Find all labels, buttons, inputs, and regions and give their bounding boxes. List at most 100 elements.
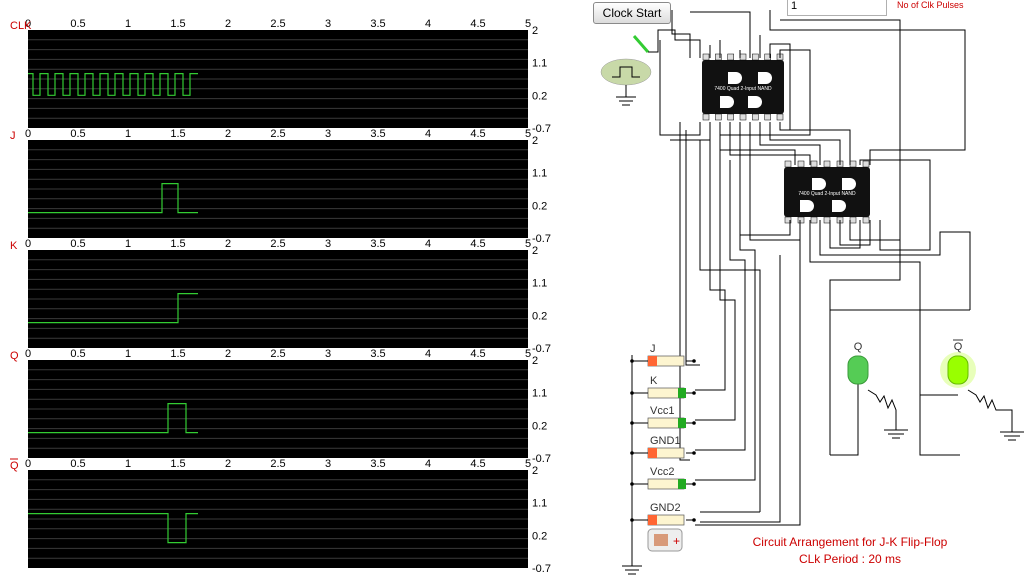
switch-label: GND2 [650, 502, 681, 514]
wiring [631, 10, 971, 560]
y-tick-label: 2 [532, 25, 538, 37]
y-tick-label: 0.2 [532, 90, 547, 102]
x-tick-label: 4.5 [470, 458, 485, 470]
x-tick-label: 2.5 [270, 18, 285, 30]
x-tick-label: 4.5 [470, 128, 485, 140]
x-tick-label: 4 [425, 18, 431, 30]
x-tick-label: 4 [425, 128, 431, 140]
x-tick-label: 1.5 [170, 128, 185, 140]
chip-pin [823, 216, 831, 224]
x-tick-label: 4 [425, 238, 431, 250]
y-tick-label: -0.7 [532, 453, 551, 465]
x-tick-label: 0.5 [70, 128, 85, 140]
x-tick-label: 0 [25, 348, 31, 360]
x-tick-label: 4.5 [470, 238, 485, 250]
trace-2 [28, 293, 198, 324]
y-tick-label: 0.2 [532, 310, 547, 322]
x-tick-label: 3.5 [370, 128, 385, 140]
chip-pin [797, 216, 805, 224]
circuit-caption: Circuit Arrangement for J-K Flip-Flop CL… [720, 534, 980, 568]
switch-k[interactable]: K [630, 375, 696, 399]
chip-pin [752, 113, 759, 121]
x-tick-label: 4.5 [470, 18, 485, 30]
x-tick-label: 1 [125, 458, 131, 470]
chip-pin [849, 216, 857, 224]
chip-pin [702, 53, 710, 61]
switch-vcc2[interactable]: Vcc2 [630, 466, 696, 490]
clock-source[interactable] [600, 35, 652, 106]
x-tick-label: 2 [225, 458, 231, 470]
x-tick-label: 3.5 [370, 18, 385, 30]
x-tick-label: 0 [25, 458, 31, 470]
x-tick-label: 2.5 [270, 128, 285, 140]
chip-pin [715, 113, 722, 121]
y-tick-label: 1.1 [532, 58, 547, 70]
x-tick-label: 5 [525, 18, 531, 30]
x-tick-label: 3 [325, 458, 331, 470]
caption-period: CLk Period : 20 ms [798, 552, 902, 566]
chip-2-label: 7400 Quad 2-Input NAND [798, 191, 856, 197]
x-tick-label: 4 [425, 458, 431, 470]
chip-pin [823, 160, 831, 168]
x-tick-label: 2 [225, 348, 231, 360]
chip-pin [727, 113, 734, 121]
switch-label: Vcc1 [650, 405, 674, 417]
x-tick-label: 4 [425, 348, 431, 360]
chip-pin [727, 53, 734, 61]
x-tick-label: 5 [525, 348, 531, 360]
led-q-label: Q [854, 341, 863, 353]
x-tick-label: 0 [25, 238, 31, 250]
clock-start-button[interactable]: Clock Start [593, 2, 671, 24]
y-tick-label: 2 [532, 245, 538, 257]
chip-pin [715, 53, 722, 61]
y-tick-label: -0.7 [532, 343, 551, 355]
switch-label: GND1 [650, 435, 681, 447]
x-tick-label: 3.5 [370, 458, 385, 470]
chip-pin [797, 160, 805, 168]
x-tick-label: 5 [525, 238, 531, 250]
switch-vcc1[interactable]: Vcc1 [630, 405, 696, 429]
chip-pin [764, 113, 771, 121]
channel-label-0: CLK [10, 20, 32, 32]
x-tick-label: 1 [125, 128, 131, 140]
x-tick-label: 2 [225, 18, 231, 30]
chip-pin [810, 216, 818, 224]
x-tick-label: 0.5 [70, 458, 85, 470]
chip-pin [752, 53, 759, 61]
x-tick-label: 0.5 [70, 348, 85, 360]
y-tick-label: 0.2 [532, 200, 547, 212]
y-tick-label: 1.1 [532, 168, 547, 180]
switch-label: K [650, 375, 658, 387]
switch-gnd1[interactable]: GND1 [630, 435, 696, 459]
x-tick-label: 0 [25, 128, 31, 140]
nand-chip-1: 7400 Quad 2-Input NAND [702, 53, 784, 121]
y-tick-label: 0.2 [532, 420, 547, 432]
chip-pin [862, 160, 870, 168]
pulse-count-label: No of Clk Pulses [897, 0, 964, 10]
x-tick-label: 3 [325, 348, 331, 360]
pulse-count-field: 1 [787, 0, 887, 16]
chip-pin [862, 216, 870, 224]
y-tick-label: -0.7 [532, 233, 551, 245]
battery-icon[interactable]: + [647, 528, 683, 552]
y-tick-label: -0.7 [532, 563, 551, 575]
chip-pin [739, 53, 747, 61]
y-tick-label: 1.1 [532, 278, 547, 290]
ground-symbol-main [622, 560, 642, 575]
x-tick-label: 2.5 [270, 238, 285, 250]
x-tick-label: 1.5 [170, 238, 185, 250]
trace-0 [28, 73, 198, 96]
switch-gnd2[interactable]: GND2 [630, 502, 696, 526]
x-tick-label: 1.5 [170, 458, 185, 470]
x-tick-label: 1 [125, 348, 131, 360]
y-tick-label: 1.1 [532, 498, 547, 510]
led-q: Q [847, 341, 908, 439]
x-tick-label: 0.5 [70, 18, 85, 30]
timing-plots: 0 0.5 1 1.5 2 2.5 3 3.5 4 4.5 5 CLK 2 1.1 0.2 -0.7 0 0.5 1… [10, 18, 551, 575]
switch-j[interactable]: J [630, 343, 696, 367]
x-tick-label: 3 [325, 238, 331, 250]
y-tick-label: 0.2 [532, 530, 547, 542]
chip-pin [764, 53, 771, 61]
switch-label: J [650, 343, 656, 355]
